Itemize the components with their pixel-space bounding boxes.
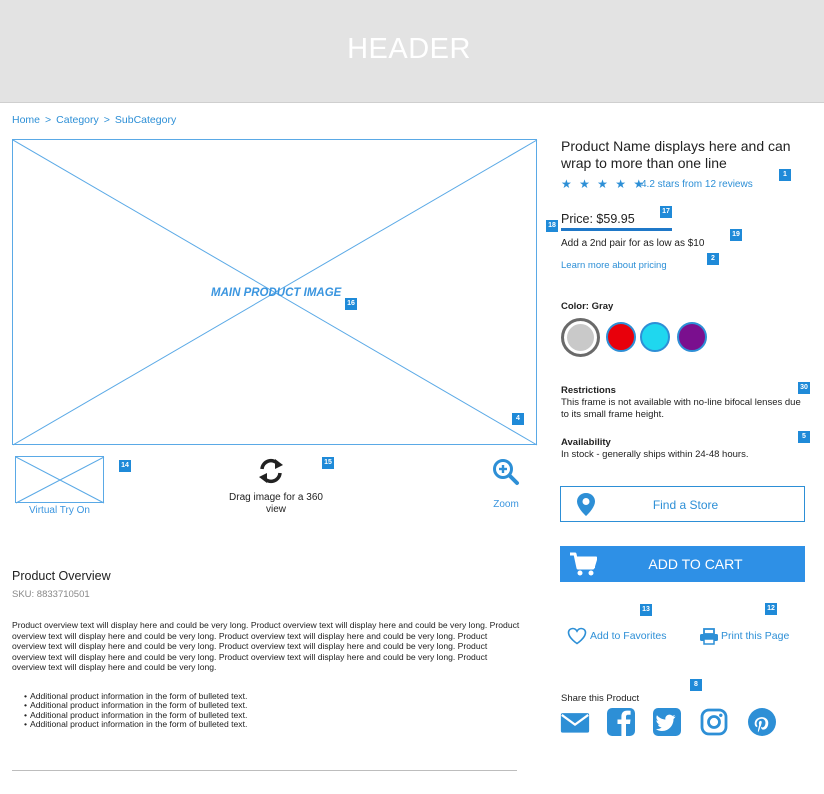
bullet-list: Additional product information in the fo… xyxy=(24,691,247,730)
sku-text: SKU: 8833710501 xyxy=(12,589,90,600)
print-page-link[interactable]: Print this Page xyxy=(721,630,790,642)
breadcrumb-category[interactable]: Category xyxy=(56,114,99,126)
print-icon[interactable] xyxy=(699,628,719,645)
breadcrumb: Home > Category > SubCategory xyxy=(12,114,176,126)
add-to-favorites-link[interactable]: Add to Favorites xyxy=(590,630,667,642)
heart-icon[interactable] xyxy=(567,627,587,645)
image-placeholder-cross xyxy=(13,140,538,446)
restrictions-text: This frame is not available with no-line… xyxy=(561,397,801,420)
annotation-badge: 2 xyxy=(707,253,719,265)
color-swatch[interactable] xyxy=(677,322,707,352)
find-store-label: Find a Store xyxy=(652,498,719,512)
annotation-badge: 30 xyxy=(798,382,810,394)
location-pin-icon xyxy=(577,493,595,516)
annotation-badge: 19 xyxy=(730,229,742,241)
annotation-badge: 14 xyxy=(119,460,131,472)
breadcrumb-subcategory[interactable]: SubCategory xyxy=(114,114,177,126)
availability-text: In stock - generally ships within 24-48 … xyxy=(561,449,749,460)
annotation-badge: 4 xyxy=(512,413,524,425)
rating-stars[interactable]: ★ ★ ★ ★ ★ xyxy=(561,177,647,191)
product-price: Price: $59.95 xyxy=(561,212,635,226)
cart-icon xyxy=(570,552,597,576)
price-underline xyxy=(561,228,672,231)
breadcrumb-separator: > xyxy=(103,114,110,126)
add-to-cart-label: ADD TO CART xyxy=(648,556,743,572)
annotation-badge: 17 xyxy=(660,206,672,218)
add-to-cart-button[interactable]: ADD TO CART xyxy=(560,546,805,582)
annotation-badge: 12 xyxy=(765,603,777,615)
annotation-badge: 5 xyxy=(798,431,810,443)
availability-title: Availability xyxy=(561,437,611,448)
section-divider xyxy=(12,770,517,771)
breadcrumb-home[interactable]: Home xyxy=(12,114,41,126)
pinterest-icon[interactable] xyxy=(747,707,777,737)
header-title: HEADER xyxy=(347,33,471,65)
restrictions-title: Restrictions xyxy=(561,385,616,396)
color-swatch[interactable] xyxy=(640,322,670,352)
breadcrumb-separator: > xyxy=(45,114,52,126)
annotation-badge: 15 xyxy=(322,457,334,469)
twitter-icon[interactable] xyxy=(652,707,682,737)
virtual-try-on-thumbnail[interactable] xyxy=(15,456,105,504)
main-image-label: MAIN PRODUCT IMAGE xyxy=(211,287,342,299)
pricing-info-link[interactable]: Learn more about pricing xyxy=(561,260,667,271)
rotate-360-icon[interactable] xyxy=(256,456,286,486)
annotation-badge: 18 xyxy=(546,220,558,232)
facebook-icon[interactable] xyxy=(606,707,636,737)
main-product-image[interactable]: MAIN PRODUCT IMAGE xyxy=(12,139,538,446)
instagram-icon[interactable] xyxy=(699,707,729,737)
email-icon[interactable] xyxy=(560,707,590,737)
rating-reviews-link[interactable]: 4.2 stars from 12 reviews xyxy=(641,179,753,190)
virtual-try-on-link[interactable]: Virtual Try On xyxy=(29,505,90,516)
bullet-item: Additional product information in the fo… xyxy=(24,691,247,701)
annotation-badge: 1 xyxy=(779,169,791,181)
drag-360-label: Drag image for a 360 view xyxy=(229,492,323,515)
bullet-item: Additional product information in the fo… xyxy=(24,700,247,710)
overview-text: Product overview text will display here … xyxy=(12,620,520,673)
find-store-button[interactable]: Find a Store xyxy=(560,486,805,522)
annotation-badge: 8 xyxy=(690,679,702,691)
color-swatch[interactable] xyxy=(561,318,600,357)
promo-text: Add a 2nd pair for as low as $10 xyxy=(561,238,705,249)
color-label: Color: Gray xyxy=(561,301,614,312)
annotation-badge: 13 xyxy=(640,604,652,616)
zoom-link[interactable]: Zoom xyxy=(493,499,519,510)
bullet-item: Additional product information in the fo… xyxy=(24,710,247,720)
annotation-badge: 16 xyxy=(345,298,357,310)
bullet-item: Additional product information in the fo… xyxy=(24,719,247,729)
zoom-icon[interactable] xyxy=(492,458,520,486)
thumbnail-placeholder-cross xyxy=(16,457,105,504)
overview-title: Product Overview xyxy=(12,569,111,583)
product-name: Product Name displays here and can wrap … xyxy=(561,138,791,171)
color-swatch[interactable] xyxy=(606,322,636,352)
page-header xyxy=(0,0,824,103)
share-label: Share this Product xyxy=(561,693,640,704)
